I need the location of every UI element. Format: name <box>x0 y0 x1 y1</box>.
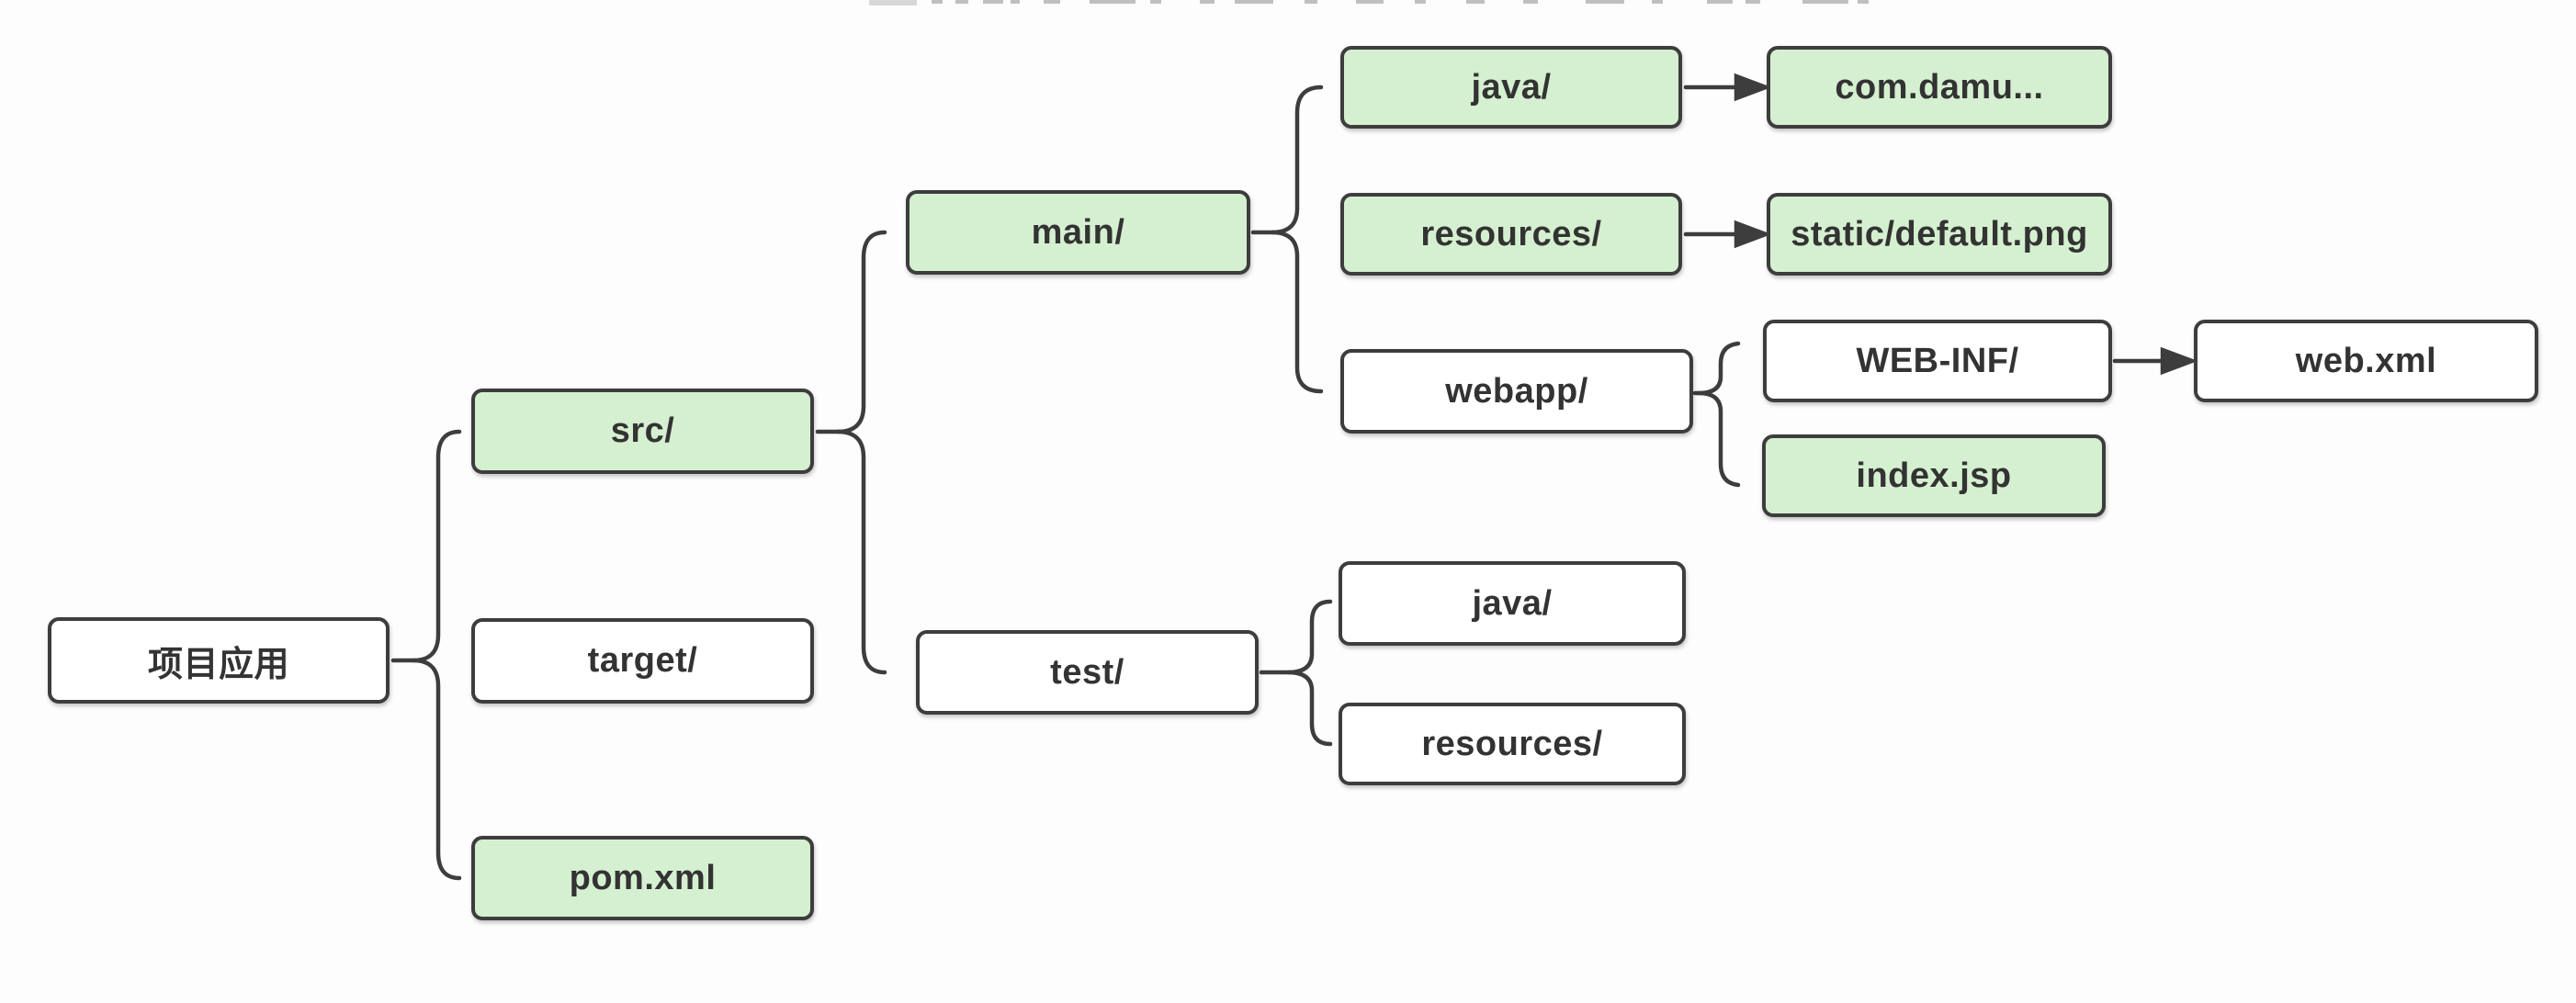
arrow-resources-to-static-default <box>1683 220 1772 249</box>
brace-test-children <box>1259 599 1333 747</box>
node-target-dir: target/ <box>471 618 814 704</box>
node-web-inf-dir: WEB-INF/ <box>1763 320 2112 402</box>
cropped-text-artifact <box>869 0 1869 6</box>
node-project-root: 项目应用 <box>48 617 390 704</box>
arrow-webinf-to-webxml <box>2112 346 2198 376</box>
node-pom-xml: pom.xml <box>471 836 814 920</box>
node-static-default-png: static/default.png <box>1767 193 2112 276</box>
node-test-dir: test/ <box>916 630 1259 715</box>
node-main-dir: main/ <box>906 190 1250 275</box>
node-main-resources-dir: resources/ <box>1340 193 1682 276</box>
node-com-damu-package: com.damu... <box>1767 46 2112 129</box>
node-test-resources-dir: resources/ <box>1339 703 1686 785</box>
node-index-jsp: index.jsp <box>1762 434 2106 517</box>
brace-project-children <box>390 429 462 881</box>
brace-webapp-children <box>1692 341 1741 488</box>
arrow-java-to-com-damu <box>1683 73 1772 102</box>
brace-main-children <box>1250 85 1324 394</box>
node-test-java-dir: java/ <box>1339 561 1686 646</box>
node-webapp-dir: webapp/ <box>1340 349 1693 434</box>
brace-src-children <box>815 230 887 675</box>
node-web-xml: web.xml <box>2194 320 2538 402</box>
node-src-dir: src/ <box>471 389 814 474</box>
node-main-java-dir: java/ <box>1340 46 1682 129</box>
